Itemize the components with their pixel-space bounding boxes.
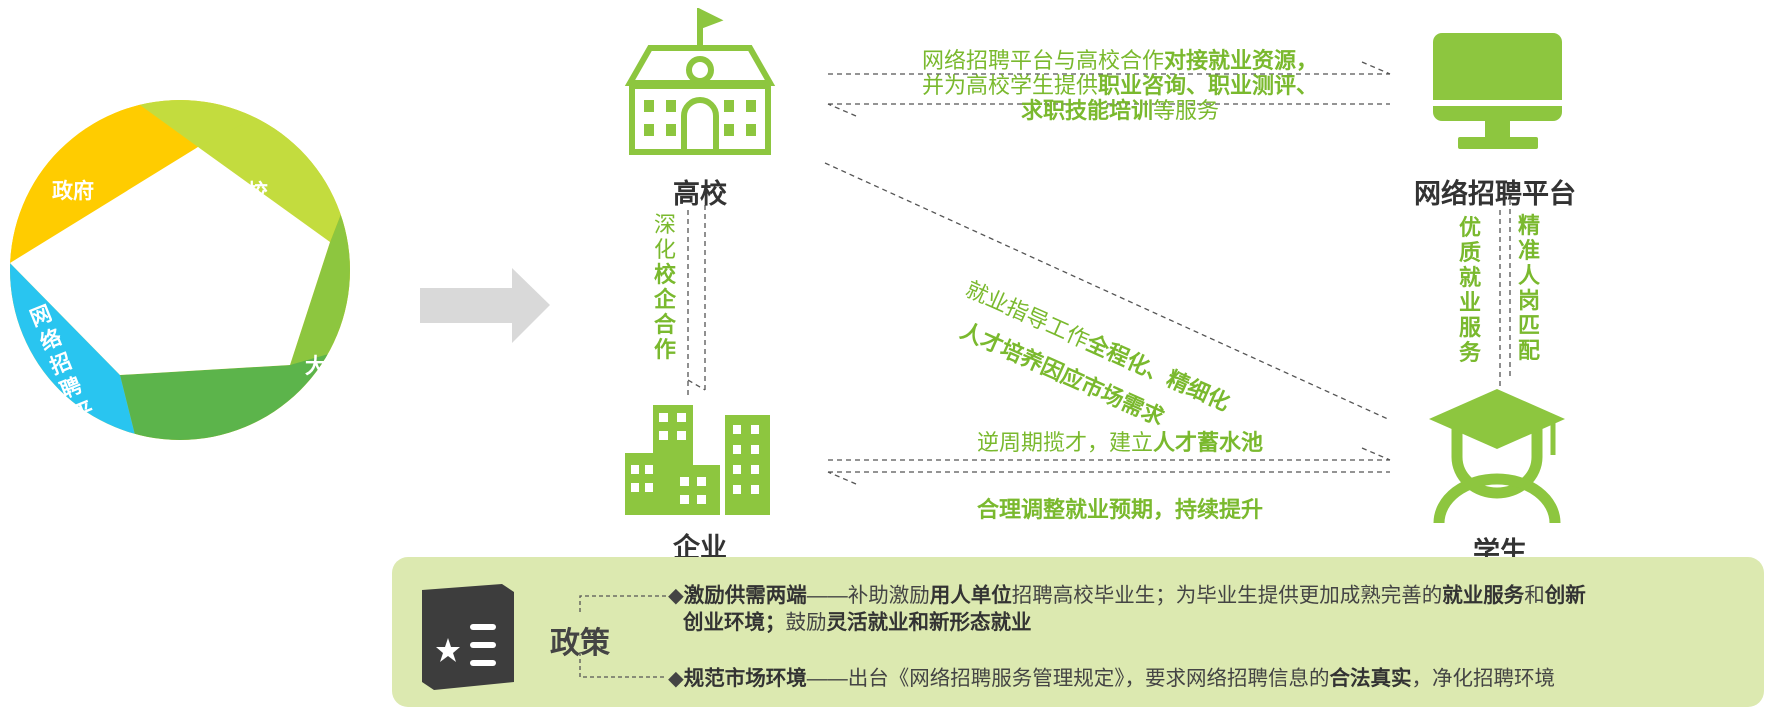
platform-student-left-text: 优 质 就 业 服 务 [1458,215,1481,365]
wheel-label-government: 政府 [52,180,94,203]
node-label-platform: 网络招聘平台 [1414,179,1576,209]
policy-item-1: ◆激励供需两端——补助激励用人单位招聘高校毕业生；为毕业生提供更加成熟完善的就业… [668,582,1758,636]
stakeholder-wheel [10,100,350,440]
enterprise-buildings-icon [625,405,770,515]
platform-student-right-text: 精 准 人 岗 匹 配 [1517,213,1540,363]
policy-item-2: ◆规范市场环境——出台《网络招聘服务管理规定》，要求网络招聘信息的合法真实，净化… [668,665,1758,692]
uni-enterprise-text: 深 化 校 企 合 作 [653,212,676,362]
graduate-student-icon [1429,389,1565,524]
university-building-icon [624,8,776,155]
uni-platform-line: 网络招聘平台与高校合作对接就业资源， [921,48,1319,73]
wheel-label-student: 大学生 [305,355,368,378]
uni-platform-line: 求职技能培训等服务 [1020,98,1220,123]
wheel-label-university: 高校 [226,181,268,204]
enterprise-student-top-text: 逆周期揽才，建立人才蓄水池 [976,430,1264,455]
wheel-label-employer: 用人单位 [180,448,264,471]
monitor-icon [1433,33,1562,149]
node-label-university: 高校 [673,179,727,209]
uni-platform-text: 网络招聘平台与高校合作对接就业资源， 并为高校学生提供职业咨询、职业测评、 求职… [860,48,1380,123]
policy-bracket [579,595,666,678]
policy-item-1-line-1: ◆激励供需两端——补助激励用人单位招聘高校毕业生；为毕业生提供更加成熟完善的就业… [668,584,1586,607]
connector-lines [687,61,1511,485]
policy-item-1-line-2: 创业环境；鼓励灵活就业和新形态就业 [683,611,1032,634]
enterprise-student-bottom-text: 合理调整就业预期，持续提升 [976,497,1263,522]
wheel-segment-government [10,100,198,263]
uni-platform-line: 并为高校学生提供职业咨询、职业测评、 [921,73,1319,98]
flow-arrow-icon [420,268,550,343]
policy-item-2-line-1: ◆规范市场环境——出台《网络招聘服务管理规定》，要求网络招聘信息的合法真实，净化… [668,667,1556,690]
policy-book-icon [422,584,514,690]
policy-panel [392,557,1764,707]
